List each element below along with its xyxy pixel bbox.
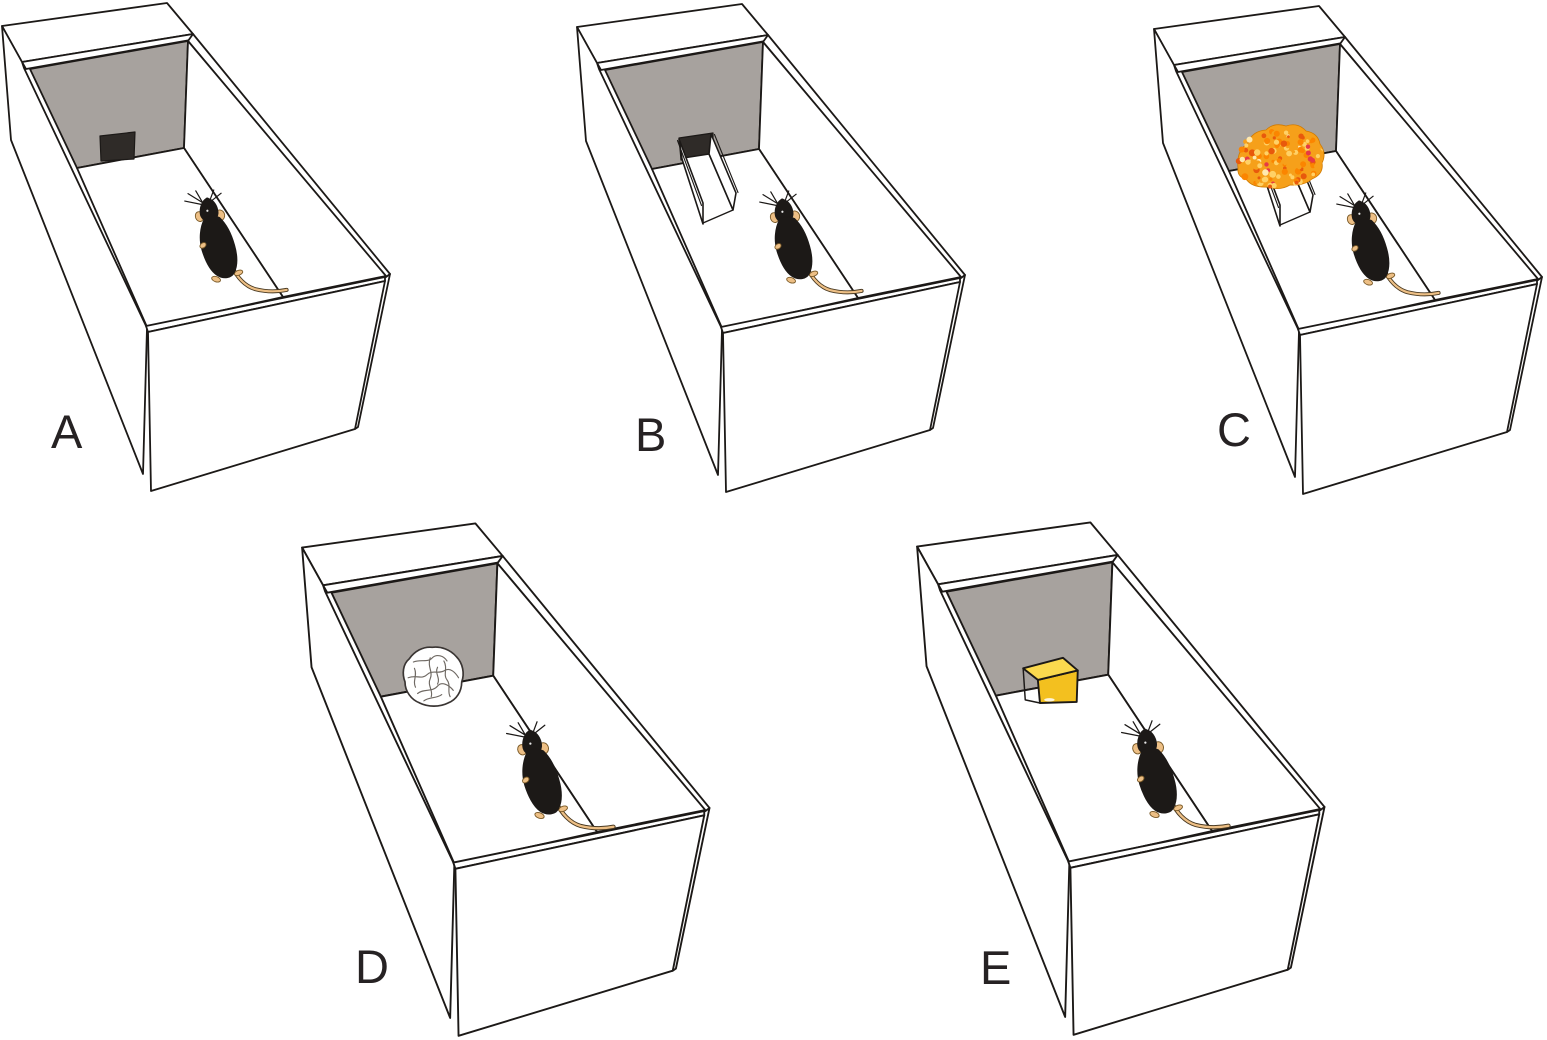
yellow-block (1022, 656, 1079, 704)
seed (1305, 144, 1311, 149)
seed (1303, 167, 1308, 172)
dark-doorway (99, 131, 136, 162)
seed (1273, 130, 1280, 137)
seed (1294, 167, 1302, 175)
seed (1310, 158, 1315, 163)
figure-panel-e (915, 519, 1356, 1040)
seed (1268, 184, 1272, 189)
crumpled-paper-ball (402, 646, 464, 707)
seed (1309, 139, 1314, 144)
seed (1294, 180, 1299, 185)
seed (1280, 140, 1288, 147)
figure-panel-c (1152, 3, 1547, 513)
seed (1307, 135, 1312, 140)
seed (1298, 133, 1304, 139)
seed (1262, 169, 1269, 176)
seed (1244, 143, 1249, 148)
seed (1314, 163, 1320, 169)
seed (1252, 155, 1257, 160)
seed (1255, 180, 1260, 184)
seed (1273, 139, 1280, 145)
seed (1293, 144, 1299, 150)
seed (1315, 154, 1320, 159)
seed (1264, 137, 1271, 145)
seed (1311, 172, 1316, 177)
seed (1300, 173, 1307, 180)
seed (1289, 134, 1296, 141)
seed (1245, 159, 1251, 165)
seed (1297, 154, 1302, 160)
seed (1287, 135, 1290, 139)
arena-illustration-c (1153, 5, 1543, 495)
seed (1271, 182, 1277, 189)
seed (1239, 156, 1245, 163)
seed (1257, 163, 1263, 169)
arena-illustration-d (301, 522, 711, 1037)
seed (1310, 163, 1316, 169)
seed (1271, 159, 1275, 163)
panel-label-e: E (980, 941, 1012, 994)
seed (1297, 165, 1302, 170)
seed (1282, 160, 1288, 165)
seed (1257, 176, 1261, 180)
seed-pile (1235, 124, 1325, 189)
seed (1254, 149, 1261, 156)
seed (1267, 157, 1272, 162)
panel-label-c: C (1217, 403, 1251, 456)
seed (1264, 151, 1269, 156)
seed (1291, 169, 1295, 173)
arena-illustration-a (1, 2, 391, 492)
figure-panel-d (300, 520, 741, 1040)
seed (1276, 174, 1281, 179)
seed (1246, 136, 1253, 143)
seed (1243, 139, 1248, 144)
seed (1290, 175, 1295, 180)
seed (1264, 162, 1269, 167)
arena-illustration-e (916, 521, 1326, 1036)
seed (1305, 139, 1310, 144)
seed (1317, 149, 1322, 154)
seed (1286, 150, 1292, 157)
seed (1305, 150, 1311, 156)
seed (1276, 158, 1282, 163)
figure-panel-a (0, 0, 420, 510)
seed (1248, 149, 1256, 157)
seed (1268, 147, 1275, 155)
seed (1283, 130, 1289, 135)
seed (1269, 170, 1277, 178)
seed (1300, 161, 1307, 168)
panel-label-a: A (51, 405, 83, 458)
seed (1243, 147, 1249, 153)
seed (1238, 146, 1245, 153)
panel-label-b: B (635, 408, 667, 461)
seed (1269, 177, 1273, 181)
seed (1281, 168, 1288, 175)
seed (1262, 176, 1269, 183)
seed (1261, 133, 1267, 139)
seed (1297, 146, 1304, 153)
seed (1297, 139, 1304, 146)
seed (1272, 136, 1276, 140)
seed (1241, 173, 1249, 181)
panel-label-d: D (355, 940, 389, 993)
seed (1256, 137, 1264, 144)
seed (1248, 175, 1253, 180)
